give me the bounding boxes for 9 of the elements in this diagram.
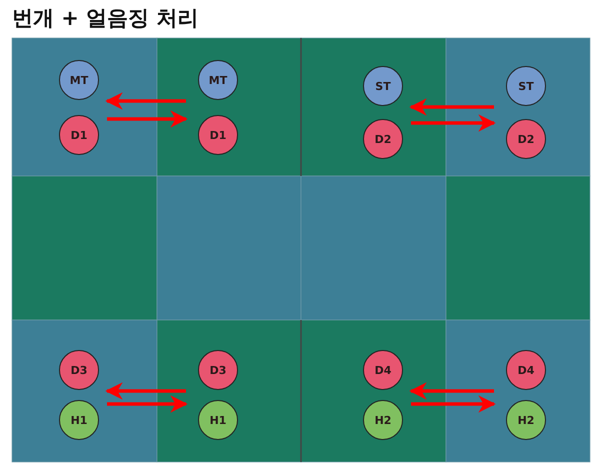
arrow xyxy=(411,395,496,413)
arrow xyxy=(107,110,188,128)
title: 번개 + 얼음징 처리 xyxy=(12,5,199,32)
arrow xyxy=(107,395,188,413)
arrow xyxy=(105,382,186,400)
arrow xyxy=(411,114,496,132)
arrow xyxy=(105,92,186,110)
arrow xyxy=(409,382,494,400)
arrow xyxy=(409,98,494,116)
